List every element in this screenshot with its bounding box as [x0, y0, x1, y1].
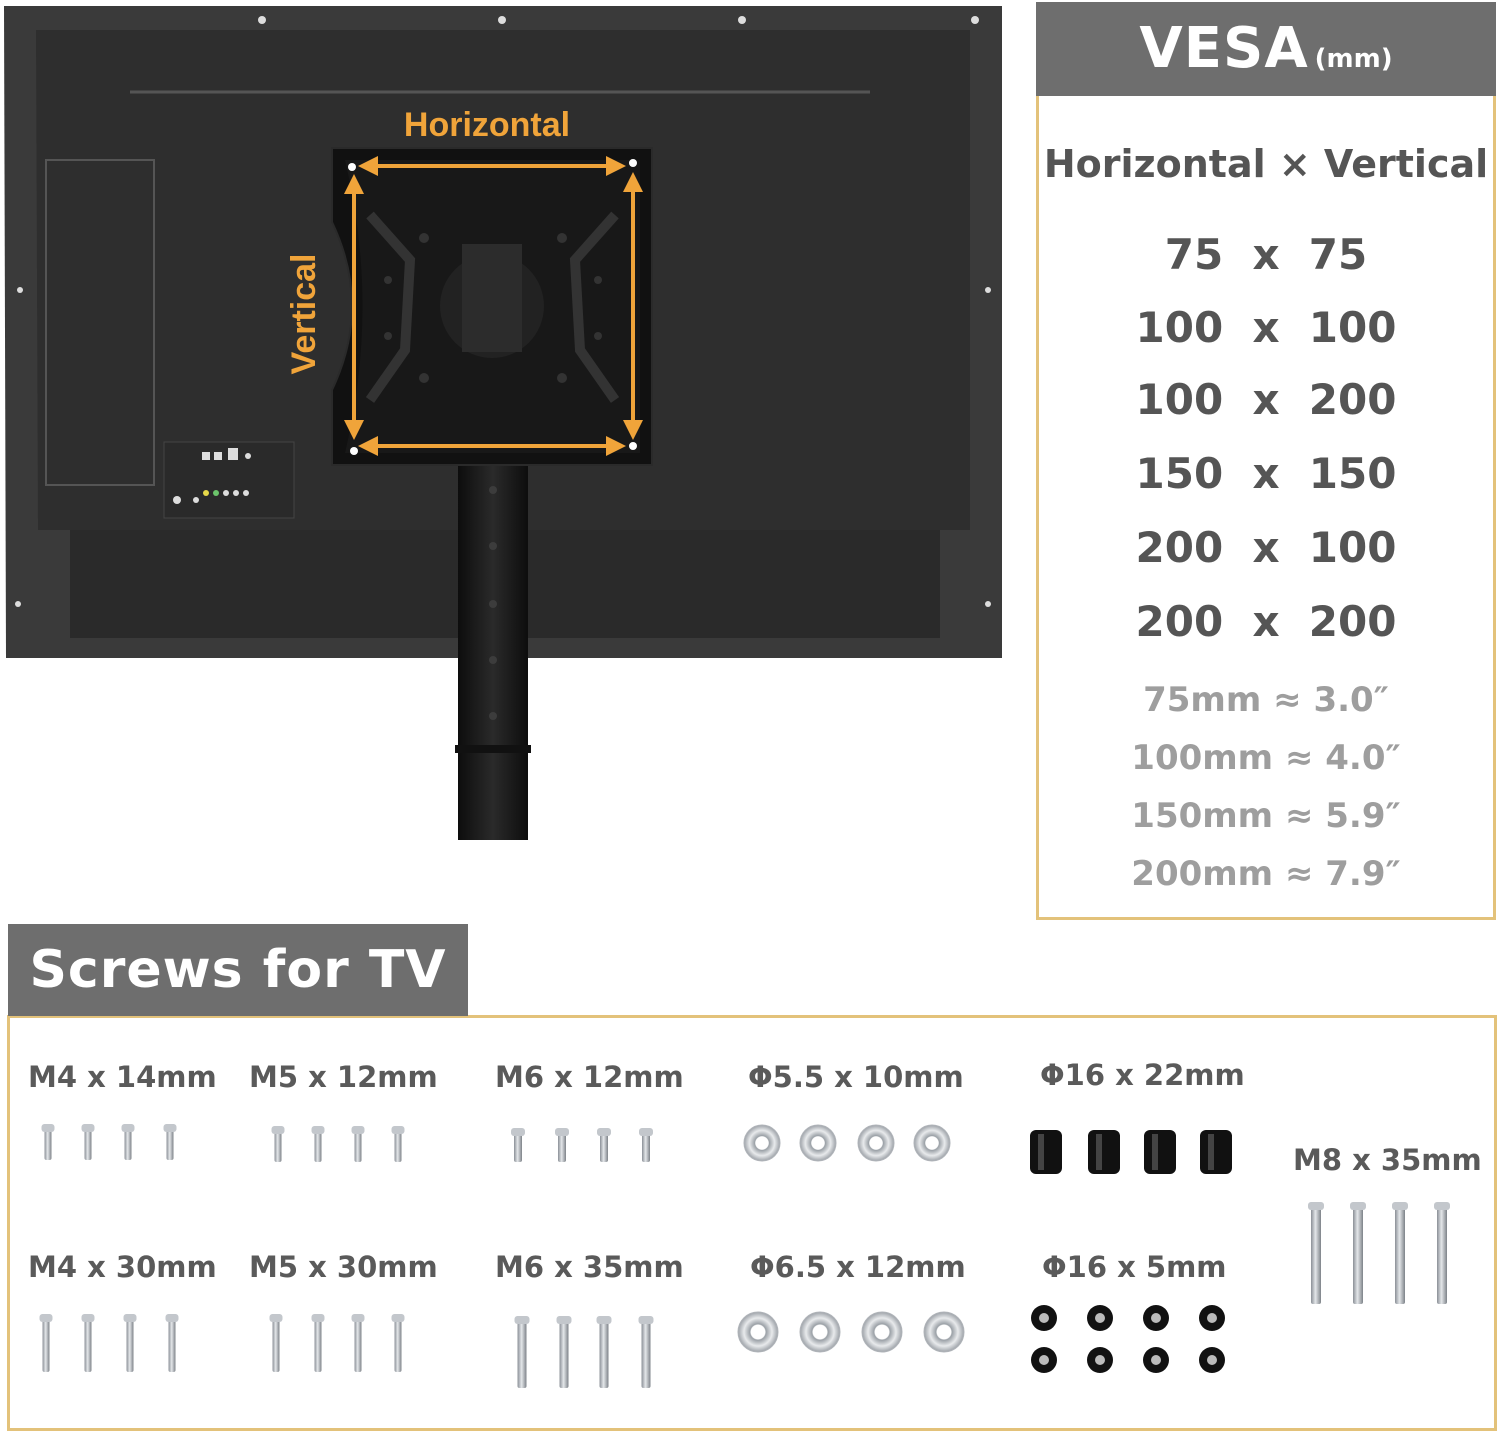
vesa-size-row: 100 x 200: [1135, 375, 1397, 424]
vertical-dimension-arrows: [344, 172, 643, 440]
screw-label: M6 x 12mm: [495, 1060, 684, 1094]
vesa-size-row: 200 x 100: [1135, 523, 1397, 572]
vesa-size-row: 100 x 100: [1135, 303, 1397, 352]
screw-label: M4 x 30mm: [28, 1250, 217, 1284]
washer-label: Φ5.5 x 10mm: [748, 1060, 964, 1094]
screw-label: M5 x 30mm: [249, 1250, 438, 1284]
vesa-conversion-row: 100mm ≈ 4.0″: [1131, 738, 1401, 778]
vesa-size-row: 200 x 200: [1135, 597, 1397, 646]
washer-label: Φ6.5 x 12mm: [750, 1250, 966, 1284]
tv-back-illustration: Horizontal Vertical: [4, 6, 1002, 880]
vesa-conversion-row: 75mm ≈ 3.0″: [1143, 680, 1389, 720]
rubber-ring-label: Φ16 x 5mm: [1042, 1250, 1227, 1284]
screw-label: M4 x 14mm: [28, 1060, 217, 1094]
vesa-panel: VESA(mm) Horizontal × Vertical 75 x 75 1…: [1036, 2, 1496, 920]
vesa-conversion-row: 150mm ≈ 5.9″: [1131, 796, 1401, 836]
horizontal-label: Horizontal: [404, 106, 570, 144]
tv-screw-holes: [15, 16, 991, 607]
horizontal-dimension-arrows: [358, 156, 626, 456]
vesa-title: VESA: [1139, 16, 1309, 81]
vesa-unit: (mm): [1314, 44, 1393, 74]
screws-title: Screws for TV: [8, 924, 468, 1016]
tv-ports: [173, 448, 251, 504]
screw-label: M5 x 12mm: [249, 1060, 438, 1094]
screw-label: M6 x 35mm: [495, 1250, 684, 1284]
spacer-label: Φ16 x 22mm: [1040, 1058, 1245, 1092]
vesa-subtitle: Horizontal × Vertical: [1043, 142, 1489, 186]
vesa-conversion-row: 200mm ≈ 7.9″: [1131, 854, 1401, 894]
vertical-label: Vertical: [285, 254, 323, 375]
screws-panel: [7, 1015, 1497, 1431]
vesa-size-row: 150 x 150: [1135, 449, 1397, 498]
vesa-size-row: 75 x 75: [1164, 230, 1368, 279]
vesa-header: VESA(mm): [1036, 2, 1496, 96]
screw-label: M8 x 35mm: [1293, 1143, 1482, 1177]
